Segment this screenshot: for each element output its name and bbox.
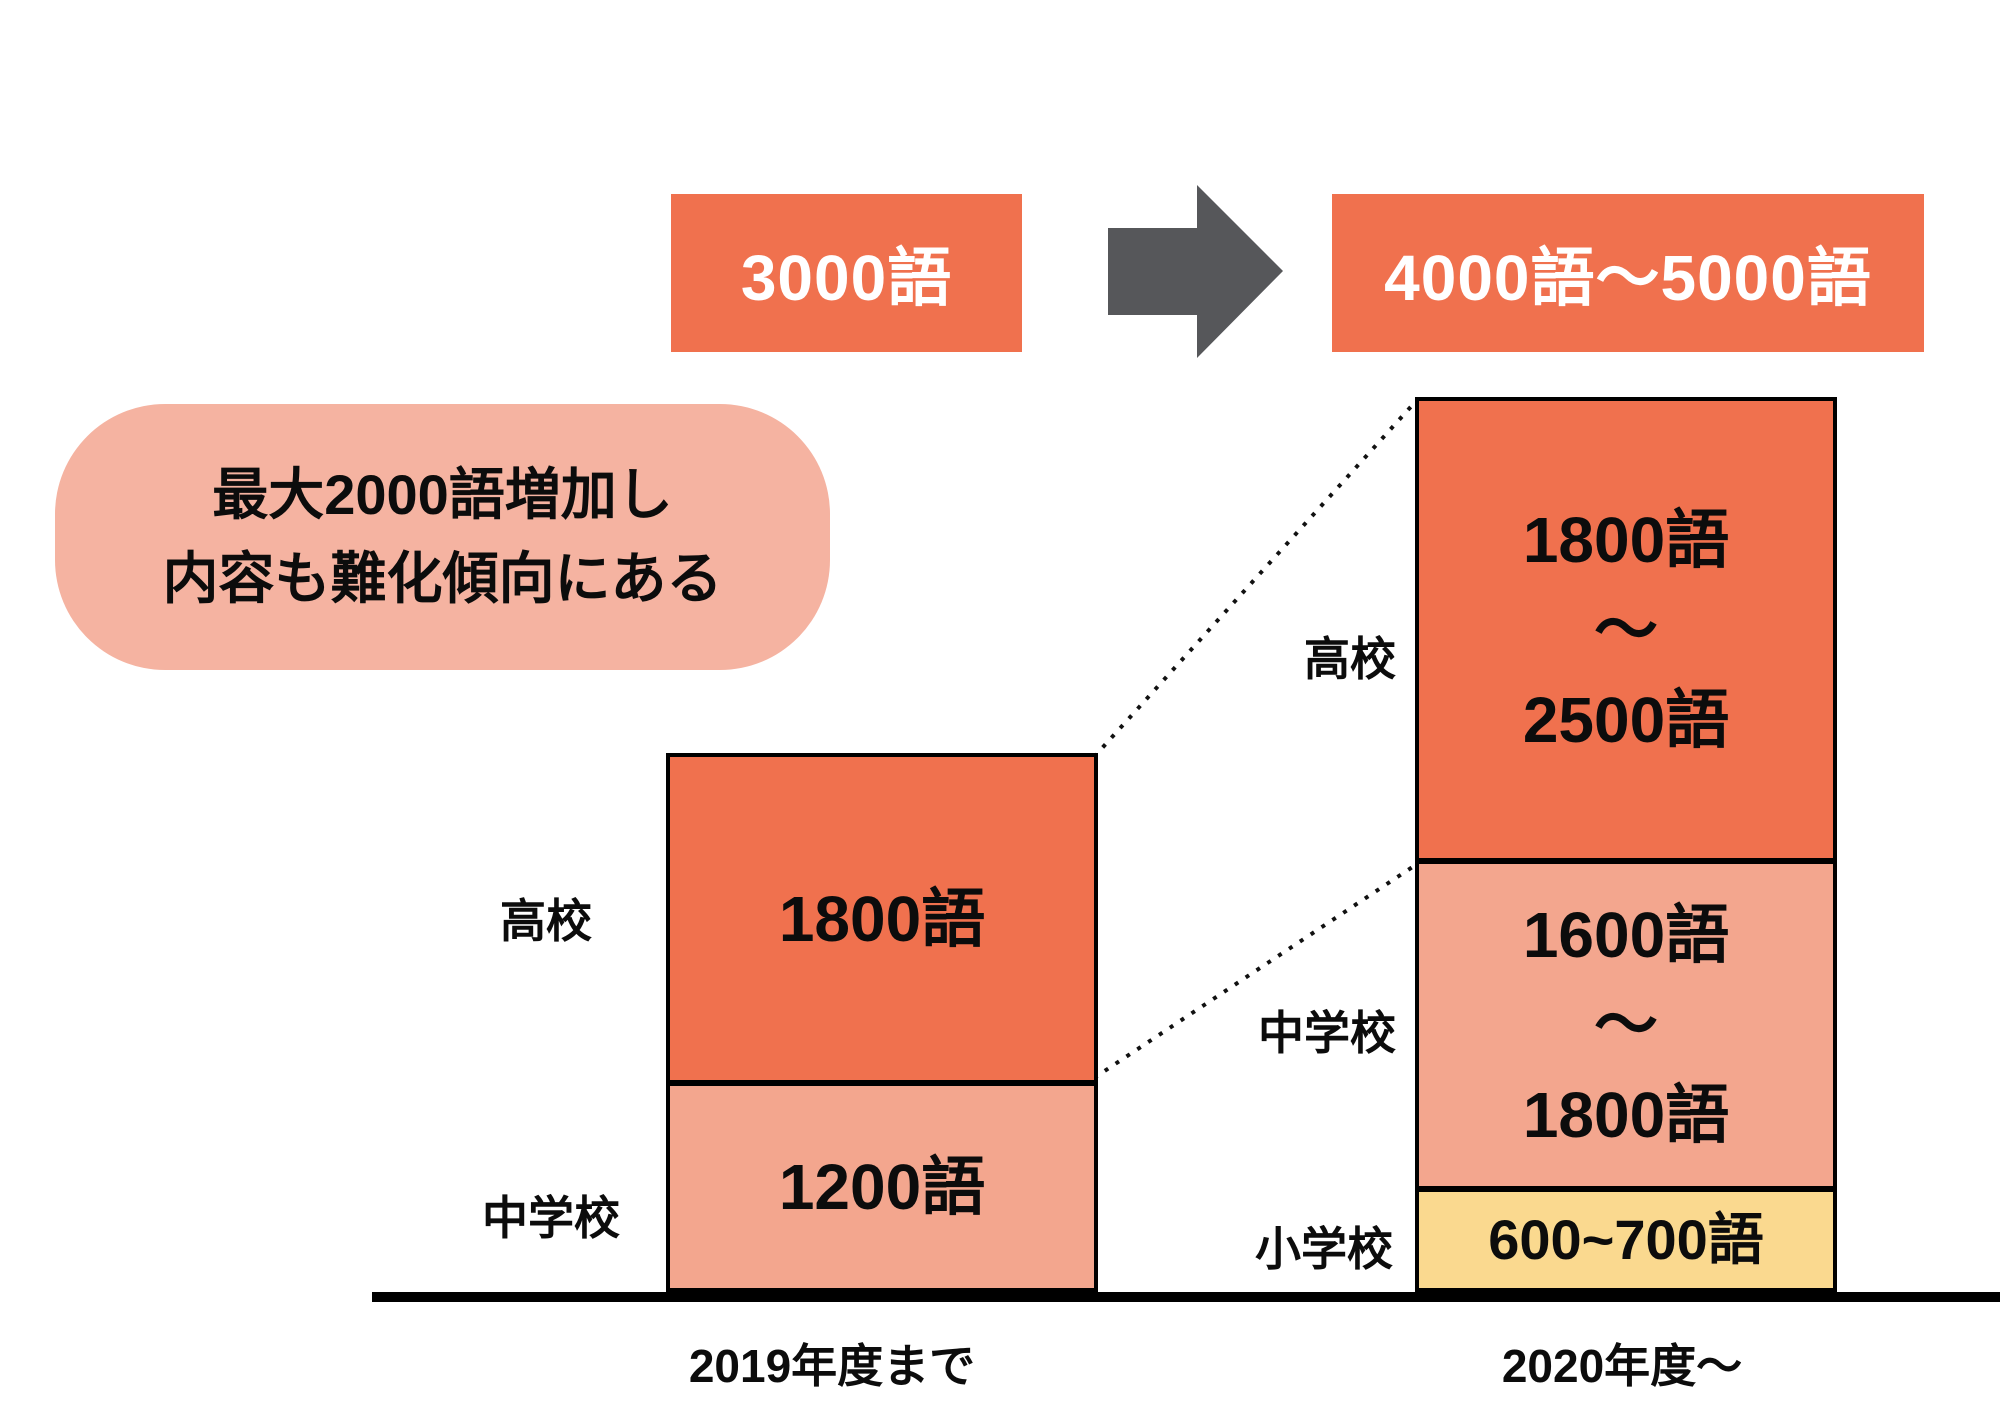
- label-2019-chuugakkou: 中学校: [482, 1192, 620, 1244]
- bar-2019-chuugakkou-value: 1200語: [778, 1151, 986, 1223]
- bar-2020-segment-koukou: 1800語 ～ 2500語: [1419, 401, 1833, 858]
- bar-2020-segment-shougakkou: 600~700語: [1419, 1186, 1833, 1288]
- callout-line2: 内容も難化傾向にある: [162, 547, 723, 610]
- label-2020-shougakkou: 小学校: [1255, 1223, 1393, 1275]
- bar-2020-segment-chuugakkou: 1600語 ～ 1800語: [1419, 858, 1833, 1186]
- bar-2019: 1800語 1200語: [666, 753, 1098, 1292]
- callout-bubble: 最大2000語増加し 内容も難化傾向にある: [55, 404, 830, 670]
- before-total-value: 3000語: [740, 242, 953, 314]
- tilde-separator: ～: [1594, 989, 1658, 1061]
- bar-2019-koukou-value: 1800語: [778, 882, 986, 955]
- bar-2020-koukou-line1: 1800語: [1522, 503, 1730, 576]
- dotted-connector-top: [1092, 398, 1419, 759]
- bar-2020-chuugakkou-line1: 1600語: [1522, 899, 1730, 971]
- axis-label-2019: 2019年度まで: [688, 1340, 976, 1392]
- bar-2020: 1800語 ～ 2500語 1600語 ～ 1800語 600~700語: [1415, 397, 1837, 1292]
- label-2020-chuugakkou: 中学校: [1258, 1007, 1396, 1059]
- axis-label-2020: 2020年度〜: [1501, 1340, 1743, 1392]
- before-total-box: 3000語: [671, 194, 1022, 352]
- label-2020-koukou: 高校: [1304, 633, 1396, 685]
- bar-2020-shougakkou-value: 600~700語: [1488, 1208, 1764, 1271]
- tilde-separator: ～: [1594, 593, 1658, 666]
- x-axis-line: [372, 1292, 2000, 1302]
- callout-line1: 最大2000語増加し: [212, 463, 673, 526]
- bar-2019-segment-koukou: 1800語: [670, 757, 1094, 1080]
- label-2019-koukou: 高校: [500, 895, 592, 947]
- bar-2019-segment-chuugakkou: 1200語: [670, 1080, 1094, 1288]
- bar-2020-koukou-line3: 2500語: [1522, 683, 1730, 756]
- bar-2020-chuugakkou-line3: 1800語: [1522, 1079, 1730, 1151]
- after-total-value: 4000語〜5000語: [1384, 242, 1872, 314]
- after-total-box: 4000語〜5000語: [1332, 194, 1924, 352]
- right-arrow-icon: [1108, 185, 1283, 358]
